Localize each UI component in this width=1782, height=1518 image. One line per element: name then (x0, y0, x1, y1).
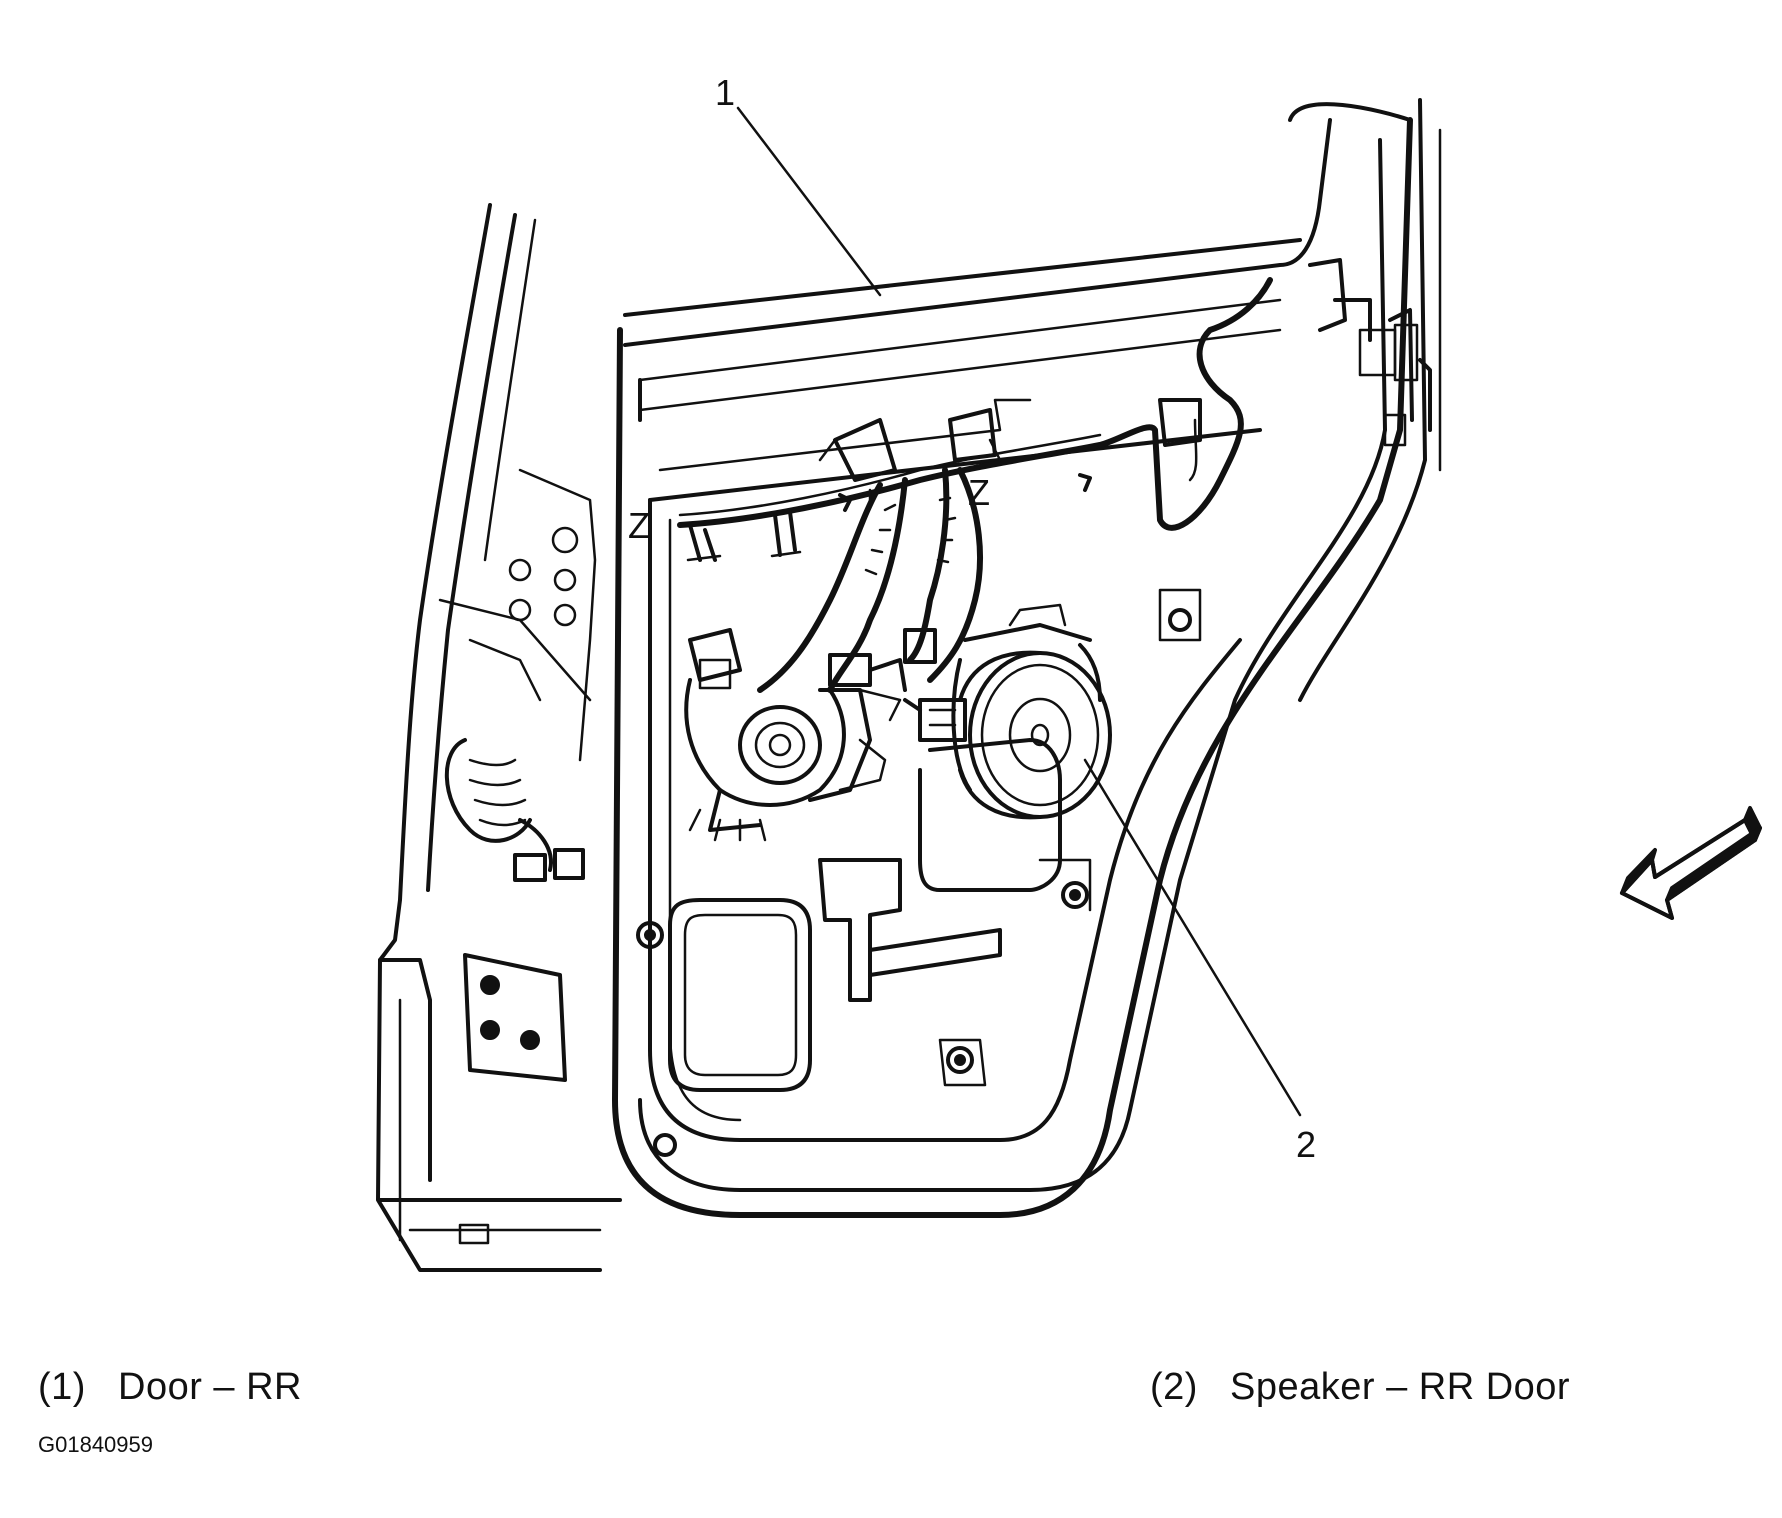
legend-1-number: (1) (38, 1366, 86, 1408)
legend-2-number: (2) (1150, 1366, 1198, 1408)
legend-1-label: Door – RR (118, 1366, 302, 1408)
vehicle-body-outline (376, 203, 622, 1272)
door-speaker-diagram: Z Z 1 (376, 72, 1762, 1272)
legend-item-door: (1) Door – RR (38, 1366, 302, 1409)
svg-text:Z: Z (628, 505, 650, 546)
rr-door-speaker (903, 603, 1112, 820)
door-latch-edge (1298, 98, 1442, 702)
callout-1: 1 (715, 72, 882, 297)
wiring-harness: Z Z (628, 277, 1273, 693)
front-direction-arrow-icon (1620, 806, 1762, 920)
callout-2-number: 2 (1296, 1124, 1316, 1165)
legend-item-speaker: (2) Speaker – RR Door (1150, 1366, 1570, 1409)
figure-id: G01840959 (38, 1432, 153, 1457)
rear-door-frame (612, 102, 1413, 1218)
callout-1-number: 1 (715, 72, 735, 113)
legend-2-label: Speaker – RR Door (1230, 1366, 1571, 1408)
door-lock-actuator (684, 628, 937, 842)
svg-text:Z: Z (968, 472, 990, 513)
callout-2: 2 (1083, 758, 1316, 1165)
